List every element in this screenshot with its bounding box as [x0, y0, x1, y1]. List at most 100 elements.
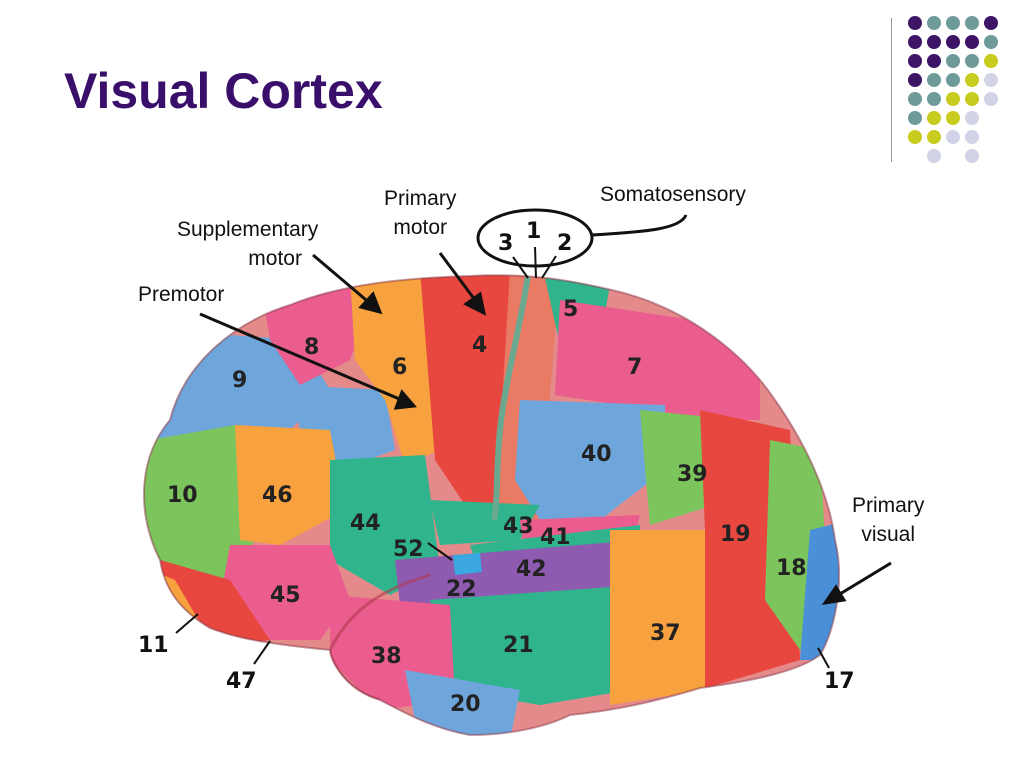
- decorative-dot: [965, 92, 979, 106]
- region-46: [235, 425, 345, 545]
- callout-primary-motor-line2: motor: [393, 216, 448, 239]
- brain-outline: [143, 274, 840, 737]
- area-label-17: 17: [824, 669, 855, 694]
- decorative-dot: [984, 92, 998, 106]
- central-sulcus: [491, 275, 531, 521]
- callout-primary-motor: Primary motor: [384, 184, 456, 242]
- region-8: [260, 280, 380, 385]
- area11-tick: [175, 613, 199, 634]
- decorative-dot: [908, 92, 922, 106]
- decorative-divider: [891, 18, 892, 162]
- decorative-dot: [965, 111, 979, 125]
- area-label-3: 3: [498, 231, 513, 256]
- area-label-6: 6: [392, 355, 407, 380]
- decorative-dot: [946, 54, 960, 68]
- decorative-dot: [965, 149, 979, 163]
- region-21: [430, 585, 640, 705]
- callout-primary-visual: Primary visual: [852, 491, 924, 549]
- area-label-22: 22: [446, 577, 477, 602]
- supplementary-arrowhead: [358, 291, 383, 315]
- area-label-42: 42: [516, 557, 547, 582]
- area-label-20: 20: [450, 692, 481, 717]
- area-label-38: 38: [371, 644, 402, 669]
- primary-motor-arrowhead: [463, 291, 487, 316]
- callout-premotor: Premotor: [138, 283, 225, 306]
- decorative-dot: [927, 16, 941, 30]
- decorative-dot: [946, 130, 960, 144]
- area-label-1: 1: [526, 219, 541, 244]
- decorative-dot: [984, 73, 998, 87]
- decorative-dot: [927, 35, 941, 49]
- decorative-dot: [946, 16, 960, 30]
- area1-tick: [534, 246, 537, 279]
- pointer-lines: [175, 208, 892, 669]
- decorative-dot: [946, 111, 960, 125]
- area-label-5: 5: [563, 297, 578, 322]
- area52-tick: [427, 542, 453, 561]
- callout-somatosensory: Somatosensory: [600, 183, 746, 206]
- decorative-dot: [984, 35, 998, 49]
- decorative-dot: [908, 111, 922, 125]
- region-9b: [290, 385, 395, 470]
- region-6: [350, 275, 440, 465]
- area-label-18: 18: [776, 556, 807, 581]
- area-label-52: 52: [393, 537, 424, 562]
- decorative-dot: [965, 54, 979, 68]
- slide-title: Visual Cortex: [64, 63, 383, 119]
- brain-regions: [143, 275, 840, 735]
- area-label-41: 41: [540, 525, 571, 550]
- callout-supplementary-motor: Supplementary motor: [177, 215, 318, 273]
- area-label-43: 43: [503, 514, 534, 539]
- region-40: [515, 400, 665, 520]
- area-label-45: 45: [270, 583, 301, 608]
- area-label-46: 46: [262, 483, 293, 508]
- decorative-dot: [927, 149, 941, 163]
- decorative-dot: [965, 35, 979, 49]
- supplementary-arrow: [312, 253, 373, 307]
- decorative-dot: [984, 54, 998, 68]
- decorative-dot: [927, 130, 941, 144]
- decorative-dot: [984, 16, 998, 30]
- decorative-dot: [908, 73, 922, 87]
- area17-tick: [817, 647, 830, 669]
- callout-primary-motor-line1: Primary: [384, 187, 457, 210]
- decorative-dot: [946, 35, 960, 49]
- area-label-9: 9: [232, 368, 247, 393]
- decorative-dot: [927, 111, 941, 125]
- area-label-37: 37: [650, 621, 681, 646]
- area3-tick: [512, 256, 529, 279]
- decorative-dot: [908, 35, 922, 49]
- primary-visual-arrow: [834, 561, 892, 599]
- area-label-21: 21: [503, 633, 534, 658]
- area-label-4: 4: [472, 333, 487, 358]
- area-label-19: 19: [720, 522, 751, 547]
- area47-tick: [253, 640, 271, 665]
- decorative-dot: [908, 54, 922, 68]
- decorative-dot: [908, 16, 922, 30]
- area-label-7: 7: [627, 355, 642, 380]
- area-label-2: 2: [557, 231, 572, 256]
- region-10: [143, 425, 255, 580]
- region-52: [453, 553, 482, 575]
- primary-motor-arrow: [438, 252, 480, 305]
- area-label-11: 11: [138, 633, 169, 658]
- decorative-dot: [946, 73, 960, 87]
- callout-supplementary-line2: motor: [248, 247, 302, 270]
- area-label-40: 40: [581, 442, 612, 467]
- decorative-dot: [927, 92, 941, 106]
- area-label-39: 39: [677, 462, 708, 487]
- decorative-dot: [908, 130, 922, 144]
- region-43: [430, 500, 540, 545]
- area2-tick: [541, 255, 557, 279]
- callout-primary-visual-line1: Primary: [852, 494, 925, 517]
- decorative-dot: [965, 73, 979, 87]
- area-label-10: 10: [167, 483, 198, 508]
- decorative-dot: [946, 92, 960, 106]
- primary-visual-arrowhead: [821, 584, 847, 606]
- area-label-47: 47: [226, 669, 257, 694]
- decorative-dot: [927, 73, 941, 87]
- area-label-44: 44: [350, 511, 381, 536]
- premotor-arrowhead: [393, 389, 417, 410]
- decorative-dot: [965, 130, 979, 144]
